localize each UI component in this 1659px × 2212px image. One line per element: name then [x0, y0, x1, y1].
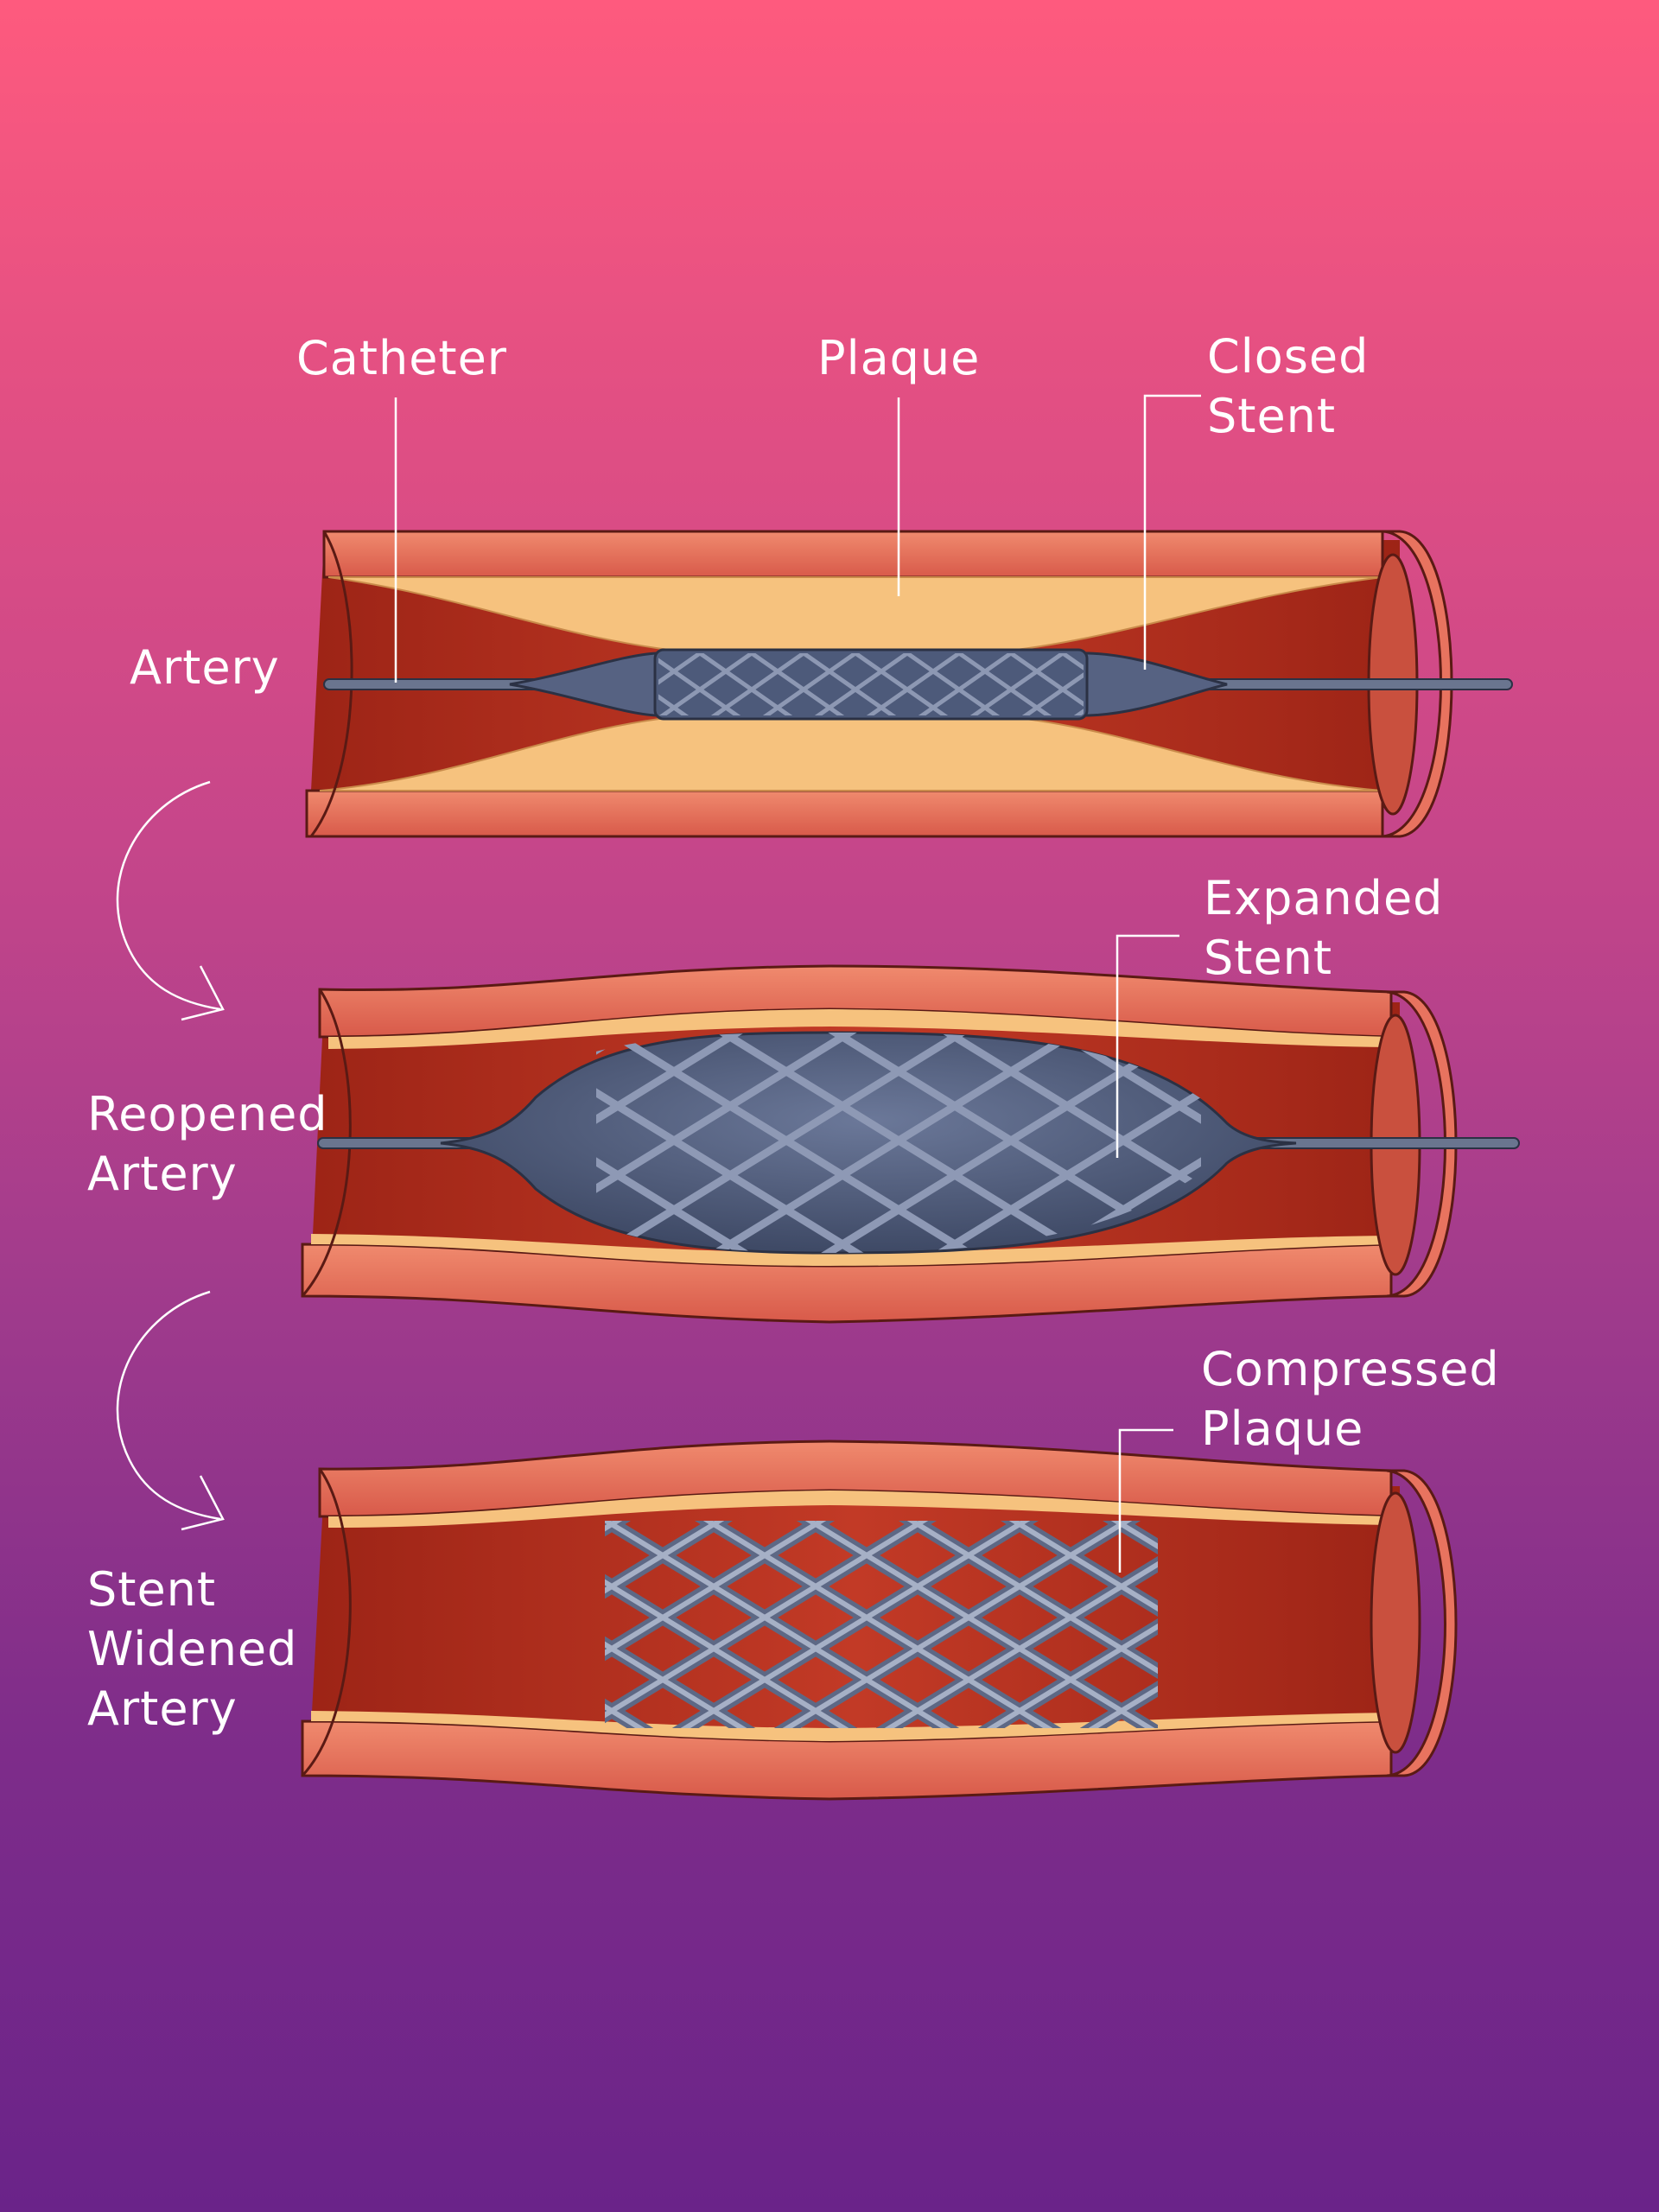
- artery-wall-top: [322, 530, 1384, 579]
- arrow-curve-icon: [116, 780, 225, 1021]
- artery-end-ring: [1382, 530, 1453, 838]
- panel-narrowed-artery: [305, 530, 1513, 838]
- expanded-stent-mesh: [605, 1521, 1158, 1728]
- leader-lines: [394, 394, 1201, 1573]
- leader-expanded-stent: [1116, 934, 1179, 1158]
- artery-end-ring: [1386, 1469, 1458, 1777]
- panel-expanded-stent: [301, 964, 1520, 1324]
- arrow-curve-icon: [116, 1290, 225, 1531]
- leader-closed-stent: [1143, 394, 1201, 670]
- label-compressed-plaque: Compressed Plaque: [1201, 1342, 1500, 1456]
- artery-wall-bottom: [305, 789, 1384, 838]
- label-catheter: Catheter: [296, 331, 508, 385]
- label-closed-stent: Closed Stent: [1207, 329, 1370, 443]
- label-reopened-artery: Reopened Artery: [87, 1087, 328, 1201]
- artery-end-ring: [1386, 990, 1458, 1298]
- label-artery: Artery: [130, 640, 280, 695]
- panel-widened-artery: [301, 1440, 1458, 1801]
- label-stent-widened-artery: Stent Widened Artery: [87, 1562, 298, 1736]
- label-expanded-stent: Expanded Stent: [1204, 871, 1444, 985]
- leader-compressed-plaque: [1118, 1428, 1173, 1573]
- label-plaque: Plaque: [817, 331, 981, 385]
